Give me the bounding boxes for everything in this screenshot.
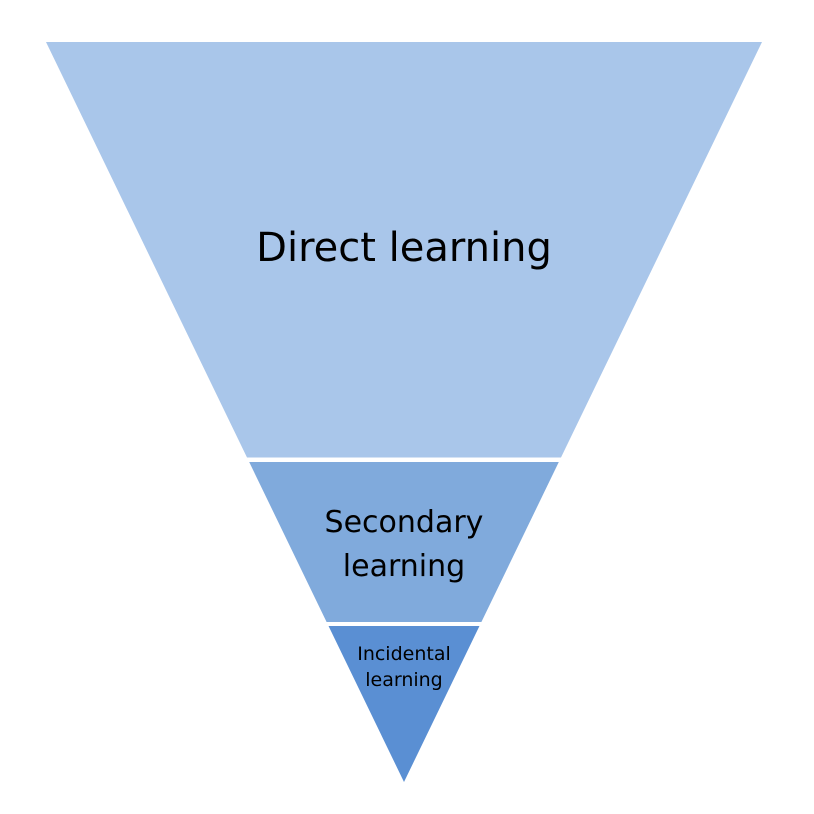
label-secondary-learning: Secondary learning xyxy=(324,505,484,584)
label-direct-learning: Direct learning xyxy=(256,225,552,271)
level-direct-learning xyxy=(46,42,762,458)
level-incidental-learning xyxy=(328,626,480,782)
level-secondary-learning xyxy=(249,462,559,622)
label-incidental-learning: Incidental learning xyxy=(357,643,451,691)
